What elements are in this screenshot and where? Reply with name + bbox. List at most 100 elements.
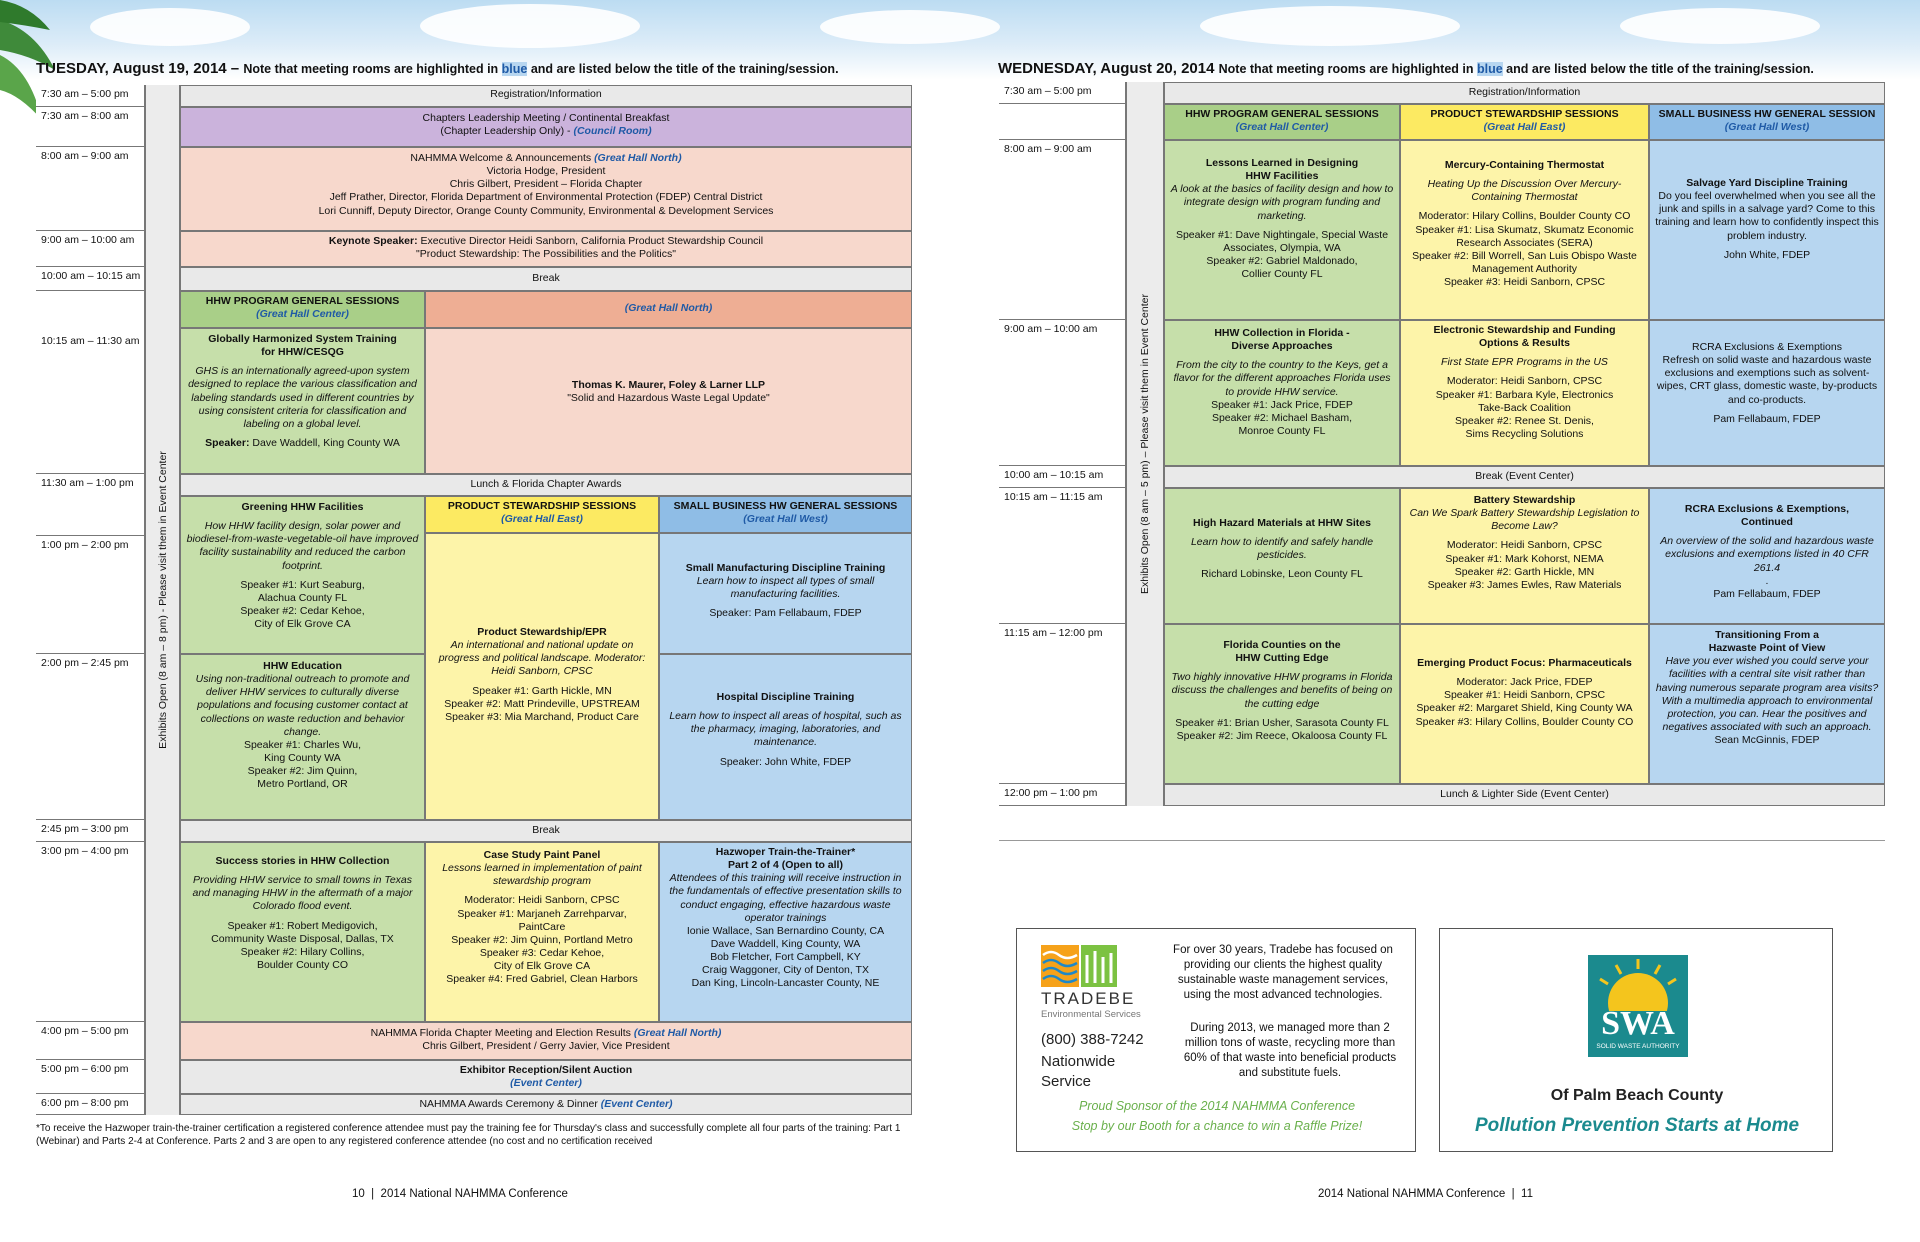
hazwoper-title: Part 2 of 4 (Open to all) bbox=[728, 859, 843, 872]
left-hospital-session: Hospital Discipline Training Learn how t… bbox=[659, 654, 912, 820]
right-ps-header: PRODUCT STEWARDSHIP SESSIONS (Great Hall… bbox=[1400, 104, 1649, 140]
counties-speaker: Speaker #2: Jim Reece, Okaloosa County F… bbox=[1176, 729, 1388, 742]
epr-speaker: Speaker #3: Mia Marchand, Product Care bbox=[445, 710, 639, 723]
swa-slogan: Pollution Prevention Starts at Home bbox=[1474, 1115, 1800, 1136]
hazwoper-speaker: Dan King, Lincoln-Lancaster County, NE bbox=[691, 977, 880, 990]
right-time-slot: 11:15 am – 12:00 pm bbox=[999, 624, 1126, 784]
right-battery-session: Battery Stewardship Can We Spark Battery… bbox=[1400, 488, 1649, 624]
success-speaker: Speaker #2: Hilary Collins, bbox=[240, 945, 365, 958]
registration-label: Registration/Information bbox=[490, 88, 602, 100]
salvage-description: Do you feel overwhelmed when you see all… bbox=[1655, 190, 1879, 242]
left-registration: Registration/Information bbox=[180, 85, 912, 107]
right-hazard-session: High Hazard Materials at HHW Sites Learn… bbox=[1164, 488, 1400, 624]
left-page-number: 10 | 2014 National NAHMMA Conference bbox=[352, 1188, 568, 1200]
paint-speaker: Speaker #1: Marjaneh Zarrehparvar, bbox=[457, 907, 627, 920]
right-rcra-session: RCRA Exclusions & Exemptions Refresh on … bbox=[1649, 320, 1885, 466]
lunch-label: Lunch & Florida Chapter Awards bbox=[470, 478, 622, 490]
right-counties-session: Florida Counties on the HHW Cutting Edge… bbox=[1164, 624, 1400, 784]
exhibitor-title: Exhibitor Reception/Silent Auction bbox=[459, 1064, 633, 1076]
collection-description: From the city to the country to the Keys… bbox=[1173, 359, 1391, 398]
hospital-title: Hospital Discipline Training bbox=[716, 691, 855, 703]
break-label: Break (Event Center) bbox=[1475, 470, 1574, 482]
electronic-description: First State EPR Programs in the US bbox=[1441, 356, 1608, 369]
right-page-heading: WEDNESDAY, August 20, 2014 Note that mee… bbox=[998, 60, 1814, 77]
lessons-title: Lessons Learned in Designing bbox=[1205, 157, 1359, 169]
tradebe-phone: (800) 388-7242 bbox=[1041, 1031, 1144, 1048]
welcome-room: (Great Hall North) bbox=[594, 152, 682, 164]
ghs-title: for HHW/CESQG bbox=[261, 346, 344, 359]
epr-speaker: Speaker #2: Matt Prindeville, UPSTREAM bbox=[444, 697, 640, 710]
right-time-slot: 10:15 am – 11:15 am bbox=[999, 488, 1126, 624]
transition-title: Transitioning From a bbox=[1715, 629, 1819, 641]
rcra2-title: RCRA Exclusions & Exemptions, bbox=[1684, 503, 1850, 515]
swa-county: Of Palm Beach County bbox=[1550, 1087, 1724, 1104]
ghs-title: Globally Harmonized System Training bbox=[208, 333, 397, 345]
right-time-slot: 7:30 am – 5:00 pm bbox=[999, 82, 1126, 104]
keynote-text: Executive Director Heidi Sanborn, Califo… bbox=[420, 235, 764, 247]
ps-header-room: (Great Hall East) bbox=[1483, 121, 1566, 134]
battery-speaker: Speaker #3: James Ewles, Raw Materials bbox=[1427, 578, 1622, 591]
left-time-slot: 1:00 pm – 2:00 pm bbox=[36, 536, 145, 654]
lessons-description: A look at the basics of facility design … bbox=[1170, 183, 1394, 222]
hospital-description: Learn how to inspect all areas of hospit… bbox=[669, 710, 902, 749]
right-hhw-header: HHW PROGRAM GENERAL SESSIONS (Great Hall… bbox=[1164, 104, 1400, 140]
ps-header-title: PRODUCT STEWARDSHIP SESSIONS bbox=[1430, 108, 1619, 120]
education-speaker: Speaker #1: Charles Wu, bbox=[243, 738, 362, 751]
chapter-meeting-title: NAHMMA Florida Chapter Meeting and Elect… bbox=[370, 1027, 634, 1039]
chapters-line: Chapters Leadership Meeting / Continenta… bbox=[422, 112, 670, 124]
break-label: Break bbox=[532, 824, 560, 836]
left-time-slot: 4:00 pm – 5:00 pm bbox=[36, 1022, 145, 1060]
left-time-slot: 8:00 am – 9:00 am bbox=[36, 147, 145, 231]
keynote-quote: "Product Stewardship: The Possibilities … bbox=[416, 248, 676, 261]
right-time-slot-blank bbox=[999, 104, 1126, 140]
chapters-room: (Council Room) bbox=[573, 125, 652, 138]
hospital-speaker: Speaker: John White, FDEP bbox=[719, 755, 852, 768]
right-transition-session: Transitioning From a Hazwaste Point of V… bbox=[1649, 624, 1885, 784]
paint-description: Lessons learned in implementation of pai… bbox=[442, 862, 642, 888]
tradebe-logo-icon bbox=[1041, 945, 1117, 987]
left-heading-day: TUESDAY, August 19, 2014 – bbox=[36, 60, 244, 77]
left-greening-session: Greening HHW Facilities How HHW facility… bbox=[180, 496, 425, 654]
left-ps-header: PRODUCT STEWARDSHIP SESSIONS (Great Hall… bbox=[425, 496, 659, 533]
hhw-header-title: HHW PROGRAM GENERAL SESSIONS bbox=[205, 295, 400, 307]
left-education-session: HHW Education Using non-traditional outr… bbox=[180, 654, 425, 820]
tradebe-text-1: For over 30 years, Tradebe has focused o… bbox=[1173, 944, 1393, 1001]
paint-speaker: City of Elk Grove CA bbox=[493, 960, 591, 972]
tradebe-ad: TRADEBE Environmental Services (800) 388… bbox=[1016, 928, 1416, 1152]
smd-title: Small Manufacturing Discipline Training bbox=[685, 562, 886, 574]
collection-title: Diverse Approaches bbox=[1231, 340, 1333, 353]
sun-icon bbox=[1599, 959, 1677, 1011]
rcra-title: RCRA Exclusions & Exemptions bbox=[1692, 341, 1842, 353]
education-speaker: Speaker #2: Jim Quinn, bbox=[247, 765, 358, 777]
collection-speaker: Speaker #1: Jack Price, FDEP bbox=[1211, 398, 1353, 411]
right-sb-header: SMALL BUSINESS HW GENERAL SESSION (Great… bbox=[1649, 104, 1885, 140]
left-exhibits-column: Exhibits Open (8 am – 8 pm) - Please vis… bbox=[145, 85, 180, 1115]
success-speaker: Community Waste Disposal, Dallas, TX bbox=[211, 932, 394, 945]
right-lessons-session: Lessons Learned in Designing HHW Facilit… bbox=[1164, 140, 1400, 320]
chapters-line: (Chapter Leadership Only) - bbox=[440, 125, 574, 138]
right-heading-day: WEDNESDAY, August 20, 2014 bbox=[998, 60, 1219, 77]
right-page-number: 2014 National NAHMMA Conference | 11 bbox=[1318, 1188, 1533, 1200]
smd-description: Learn how to inspect all types of small … bbox=[696, 575, 875, 601]
rcra2-dot: . bbox=[1765, 574, 1769, 587]
greening-description: How HHW facility design, solar power and… bbox=[186, 520, 419, 572]
greening-speaker: Alachua County FL bbox=[257, 591, 348, 604]
hhw-header-room: (Great Hall Center) bbox=[1235, 121, 1329, 134]
right-exhibits-column: Exhibits Open (8 am – 5 pm) – Please vis… bbox=[1126, 82, 1164, 806]
palm-leaf-icon bbox=[0, 0, 55, 120]
right-break: Break (Event Center) bbox=[1164, 466, 1885, 488]
lunch-label: Lunch & Lighter Side (Event Center) bbox=[1440, 788, 1609, 800]
left-ghs-session: Globally Harmonized System Training for … bbox=[180, 328, 425, 474]
cloud-decoration bbox=[420, 4, 640, 48]
left-exhibits-text: Exhibits Open (8 am – 8 pm) - Please vis… bbox=[156, 451, 169, 749]
right-time-slot: 8:00 am – 9:00 am bbox=[999, 140, 1126, 320]
transition-title: Hazwaste Point of View bbox=[1708, 642, 1826, 655]
hazwoper-speaker: Bob Fletcher, Fort Campbell, KY bbox=[710, 951, 861, 963]
awards-room: (Event Center) bbox=[600, 1098, 673, 1110]
right-heading-note: Note that meeting rooms are highlighted … bbox=[1218, 62, 1477, 76]
sb-header-room: (Great Hall West) bbox=[1724, 121, 1810, 134]
welcome-line: Lori Cunniff, Deputy Director, Orange Co… bbox=[318, 204, 774, 217]
right-electronic-session: Electronic Stewardship and Funding Optio… bbox=[1400, 320, 1649, 466]
electronic-speaker: Sims Recycling Solutions bbox=[1465, 427, 1584, 440]
left-page-heading: TUESDAY, August 19, 2014 – Note that mee… bbox=[36, 60, 839, 77]
